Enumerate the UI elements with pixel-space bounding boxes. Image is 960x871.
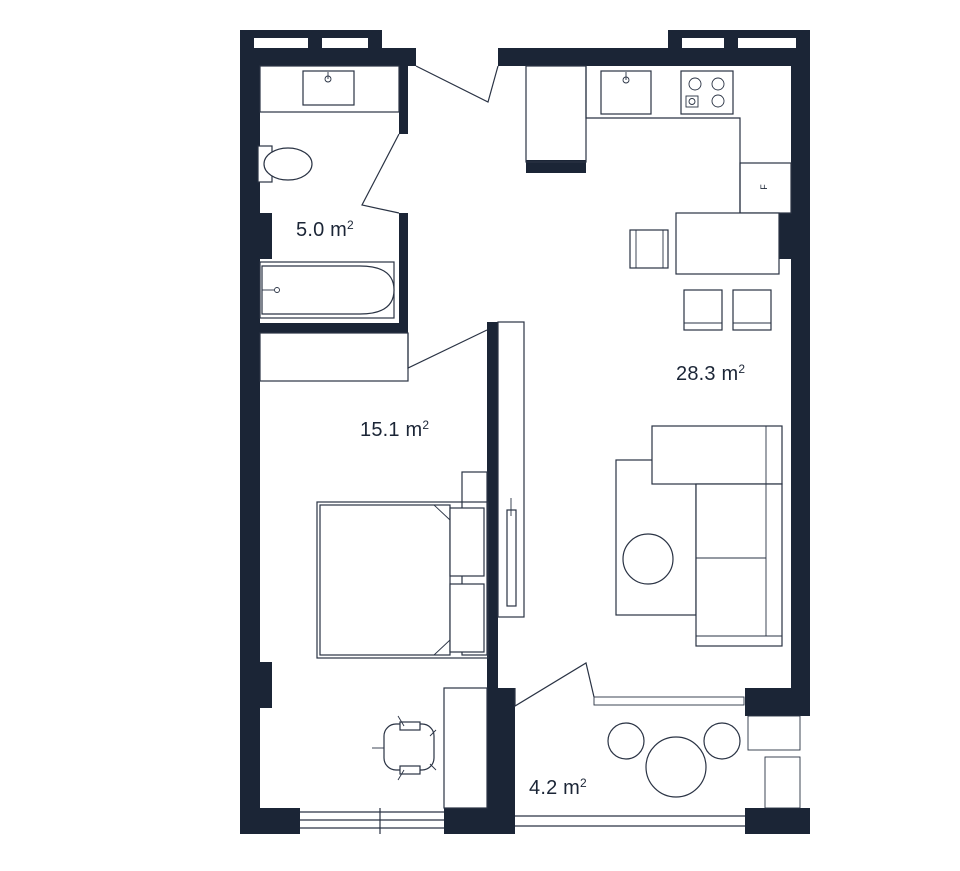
fridge-label: F (758, 184, 769, 190)
living-area-label: 28.3 m2 (676, 362, 746, 385)
bedroom-area-label: 15.1 m2 (360, 418, 430, 441)
windows (300, 696, 801, 834)
living-furniture (497, 321, 783, 647)
kitchen-fixtures (525, 65, 792, 331)
bathroom-fixtures (257, 65, 400, 319)
balcony-furniture (607, 722, 741, 798)
walls (240, 30, 810, 834)
bathroom-area-label: 5.0 m2 (296, 218, 354, 241)
balcony-area-label: 4.2 m2 (529, 776, 587, 799)
bedroom-furniture (259, 332, 489, 809)
